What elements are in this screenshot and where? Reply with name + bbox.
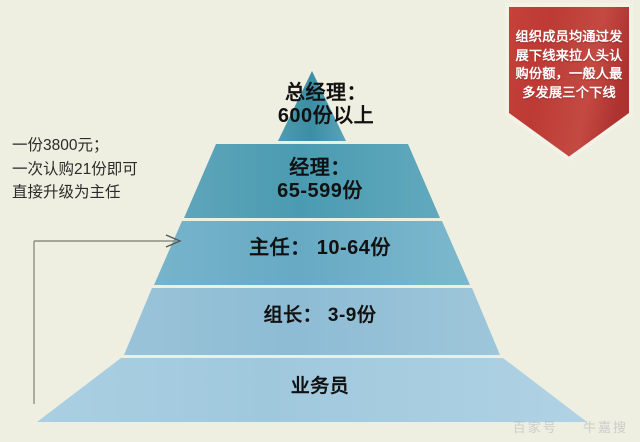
pyramid-tier-3: [154, 221, 470, 285]
pyramid-tier-5: [37, 358, 587, 422]
shield-shape-icon: [505, 3, 633, 162]
red-shield-banner: 组织成员均通过发展下线来拉人头认购份额，一般人最多发展三个下线: [503, 2, 635, 162]
pyramid-tier-1: [278, 71, 346, 141]
left-annotation-text: 一份3800元； 一次认购21份即可 直接升级为主任: [12, 137, 138, 202]
watermark: 百家号 牛嘉搜: [513, 417, 628, 436]
pyramid-tier-2: [184, 144, 440, 218]
pyramid-tier-4: [124, 288, 500, 355]
banner-text: 组织成员均通过发展下线来拉人头认购份额，一般人最多发展三个下线: [515, 29, 623, 101]
watermark-left: 百家号: [512, 420, 558, 435]
watermark-right: 牛嘉搜: [582, 420, 628, 435]
